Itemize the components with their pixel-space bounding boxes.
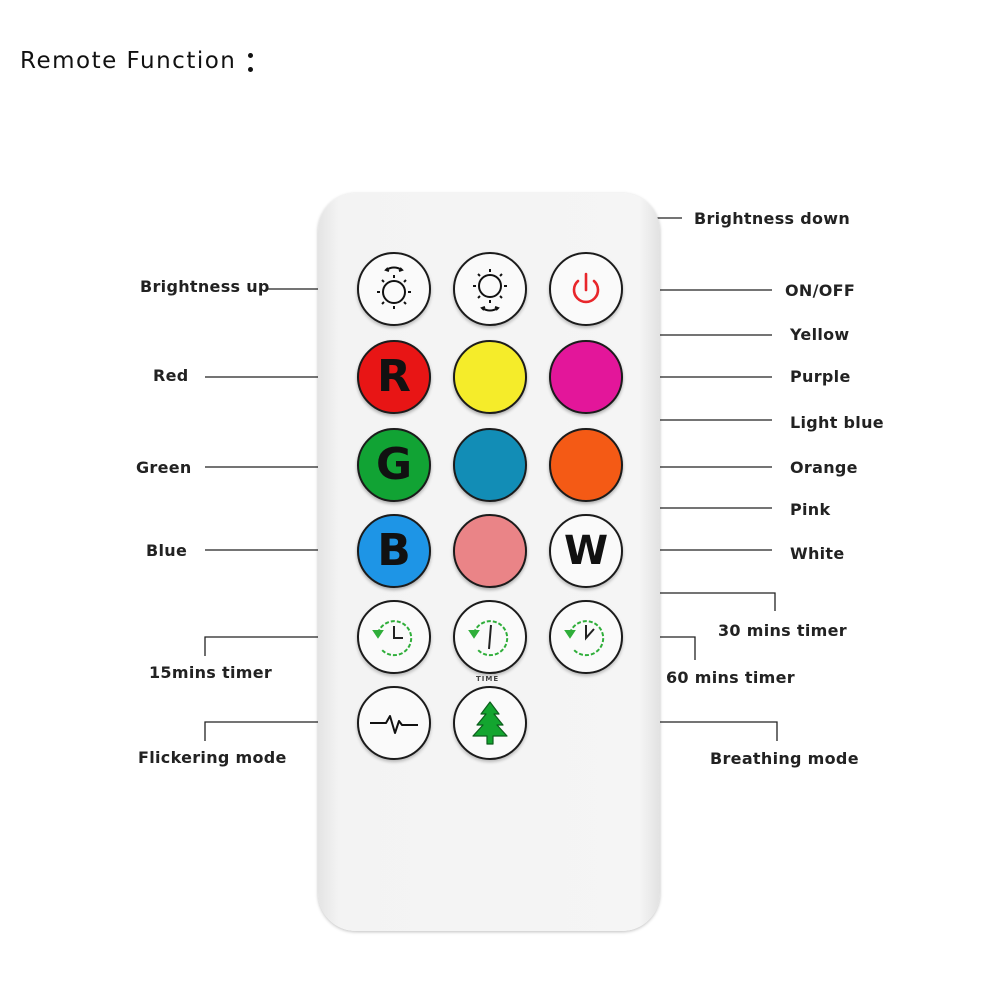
label-white: White (790, 544, 845, 563)
timer-30-button[interactable] (453, 600, 527, 674)
white-button-letter: W (563, 528, 609, 574)
power-button[interactable] (549, 252, 623, 326)
label-light-blue: Light blue (790, 413, 884, 432)
pink-button[interactable] (453, 514, 527, 588)
flicker-mode-button[interactable] (357, 686, 431, 760)
blue-button[interactable]: B (357, 514, 431, 588)
timer-30-icon (468, 620, 509, 657)
timer-15-button[interactable] (357, 600, 431, 674)
label-red: Red (153, 366, 189, 385)
light-blue-button[interactable] (453, 428, 527, 502)
brightness-up-button[interactable] (357, 252, 431, 326)
label-timer-30: 30 mins timer (718, 621, 847, 640)
white-button[interactable]: W (549, 514, 623, 588)
label-brightness-down: Brightness down (694, 209, 851, 228)
yellow-button[interactable] (453, 340, 527, 414)
label-breathing-mode: Breathing mode (710, 749, 859, 768)
label-blue: Blue (146, 541, 188, 560)
power-icon (572, 272, 600, 304)
label-on-off: ON/OFF (785, 281, 856, 300)
green-button[interactable]: G (357, 428, 431, 502)
page-title: Remote Function (20, 48, 255, 75)
brightness-down-icon (473, 269, 507, 312)
label-timer-15: 15mins timer (149, 663, 273, 682)
pulse-icon (370, 715, 418, 734)
label-green: Green (136, 458, 192, 477)
colon-icon (245, 49, 255, 75)
tree-icon (472, 701, 508, 745)
label-brightness-up: Brightness up (140, 277, 270, 296)
brightness-down-button[interactable] (453, 252, 527, 326)
purple-button[interactable] (549, 340, 623, 414)
label-orange: Orange (790, 458, 858, 477)
title-text: Remote Function (20, 48, 237, 74)
timer-60-button[interactable] (549, 600, 623, 674)
timer-60-icon (564, 620, 605, 657)
time-label: TIME (476, 675, 500, 683)
green-button-letter: G (375, 439, 413, 490)
orange-button[interactable] (549, 428, 623, 502)
label-yellow: Yellow (790, 325, 850, 344)
label-purple: Purple (790, 367, 851, 386)
label-timer-60: 60 mins timer (666, 668, 795, 687)
breathing-mode-button[interactable] (453, 686, 527, 760)
label-flickering-mode: Flickering mode (138, 748, 287, 767)
label-pink: Pink (790, 500, 831, 519)
red-button-letter: R (377, 351, 411, 402)
red-button[interactable]: R (357, 340, 431, 414)
blue-button-letter: B (377, 525, 411, 576)
timer-15-icon (372, 620, 413, 657)
brightness-up-icon (377, 266, 411, 309)
